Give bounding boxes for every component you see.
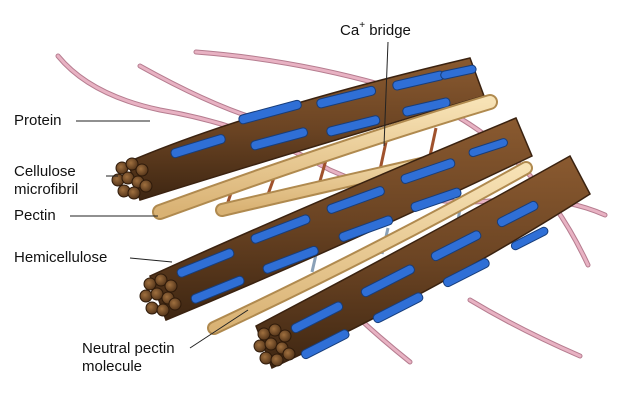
label-ca-sup: + [359, 20, 366, 31]
label-neutral-pectin-molecule: Neutral pectin molecule [82, 340, 175, 376]
label-cellulose-line1: Cellulose [14, 163, 76, 180]
leader-hemicellulose [129, 257, 173, 263]
leader-ca-bridge [383, 41, 389, 147]
pectin-rods [152, 94, 533, 335]
cellulose-end-1 [111, 157, 153, 200]
cellulose-microfibril-2 [139, 117, 533, 321]
hemicellulose-bands-1 [170, 64, 477, 159]
label-protein: Protein [14, 112, 62, 129]
cellulose-end-3 [253, 323, 296, 367]
label-ca-bridge: Ca+ bridge [340, 20, 411, 40]
label-pectin: Pectin [14, 207, 56, 224]
label-hemicellulose: Hemicellulose [14, 249, 108, 266]
cellulose-microfibril-1 [111, 57, 485, 201]
cellulose-microfibril-3 [253, 154, 591, 370]
label-cellulose-line2: microfibril [14, 181, 79, 198]
label-neutral-line1: Neutral pectin [82, 340, 175, 357]
label-ca-base: Ca [340, 22, 360, 39]
label-ca-rest: bridge [365, 22, 411, 39]
cellulose-end-2 [139, 273, 182, 317]
label-cellulose-microfibril: Cellulose microfibril [14, 163, 78, 199]
leader-neutral-pectin [189, 309, 249, 349]
hemicellulose-bands-2 [176, 138, 508, 304]
label-neutral-line2: molecule [82, 358, 143, 375]
leader-lines [70, 41, 389, 349]
hemicellulose-bands-3 [290, 200, 549, 360]
